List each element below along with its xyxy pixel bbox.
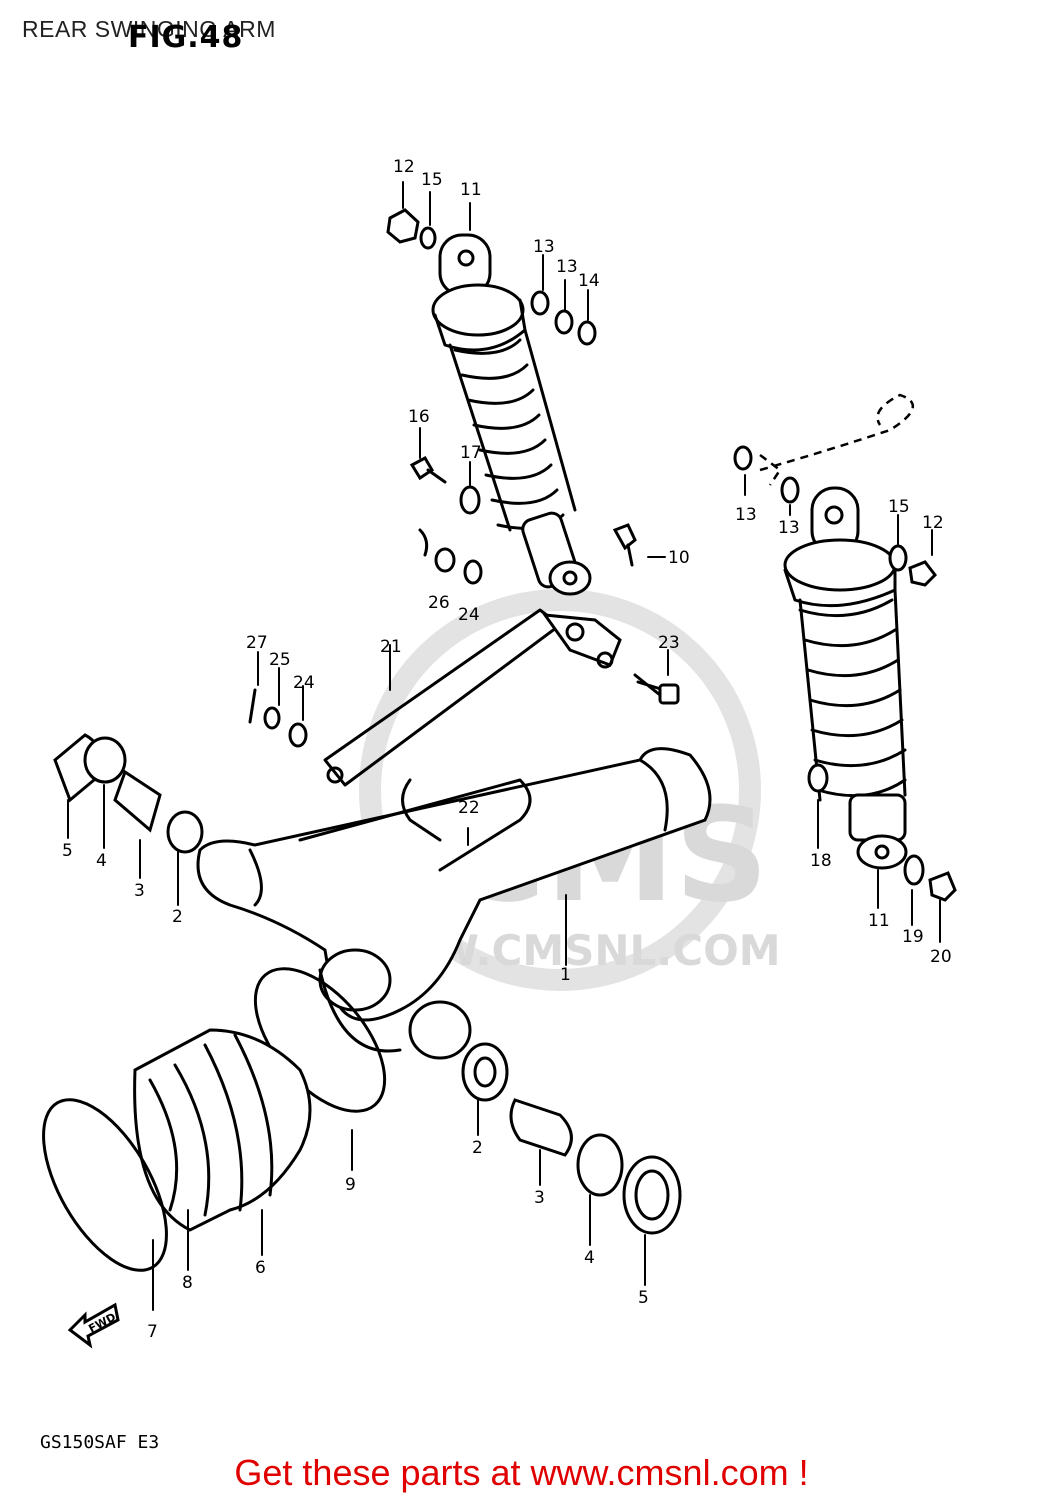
callout-17: 17 <box>460 443 482 463</box>
callout-15: 15 <box>888 497 910 517</box>
model-code: GS150SAF E3 <box>40 1432 160 1453</box>
callout-13: 13 <box>533 237 555 257</box>
callout-25: 25 <box>269 650 291 670</box>
callout-13: 13 <box>735 505 757 525</box>
callout-1: 1 <box>560 965 571 985</box>
callout-18: 18 <box>810 851 832 871</box>
callout-13: 13 <box>556 257 578 277</box>
callout-27: 27 <box>246 633 268 653</box>
callout-11: 11 <box>868 911 890 931</box>
get-parts-link[interactable]: Get these parts at www.cmsnl.com ! <box>234 1452 809 1493</box>
callout-7: 7 <box>147 1322 158 1342</box>
page-title: REAR SWINGING ARM <box>22 16 276 42</box>
rear-shock-left <box>431 233 592 596</box>
callout-2: 2 <box>172 907 183 927</box>
figure-label: FIG.48 <box>128 20 244 55</box>
callout-20: 20 <box>930 947 952 967</box>
hardware <box>248 208 957 902</box>
callout-5: 5 <box>638 1288 649 1308</box>
forward-direction-arrow: FWD <box>67 1302 120 1349</box>
callout-numbers: 12 15 11 13 13 14 16 17 10 26 24 21 23 2… <box>62 157 952 1342</box>
callout-26: 26 <box>428 593 450 613</box>
swing-arm <box>196 747 712 1060</box>
callout-24: 24 <box>458 605 480 625</box>
callout-22: 22 <box>458 798 480 818</box>
callout-15: 15 <box>421 170 443 190</box>
torque-link <box>323 608 622 787</box>
callout-12: 12 <box>922 513 944 533</box>
callout-8: 8 <box>182 1273 193 1293</box>
callout-12: 12 <box>393 157 415 177</box>
callout-10: 10 <box>668 548 690 568</box>
callout-3: 3 <box>534 1188 545 1208</box>
callout-3: 3 <box>134 881 145 901</box>
callout-2: 2 <box>472 1138 483 1158</box>
callout-9: 9 <box>345 1175 356 1195</box>
pivot-parts-left <box>53 733 204 854</box>
callout-16: 16 <box>408 407 430 427</box>
rear-shock-right <box>759 393 915 870</box>
callout-4: 4 <box>96 851 107 871</box>
callout-5: 5 <box>62 841 73 861</box>
callout-21: 21 <box>380 637 402 657</box>
callout-14: 14 <box>578 271 600 291</box>
callout-19: 19 <box>902 927 924 947</box>
callout-6: 6 <box>255 1258 266 1278</box>
callout-24: 24 <box>293 673 315 693</box>
leader-lines <box>67 181 941 1311</box>
callout-4: 4 <box>584 1248 595 1268</box>
drive-boot-assembly <box>42 967 682 1272</box>
callout-23: 23 <box>658 633 680 653</box>
callout-11: 11 <box>460 180 482 200</box>
callout-13: 13 <box>778 518 800 538</box>
